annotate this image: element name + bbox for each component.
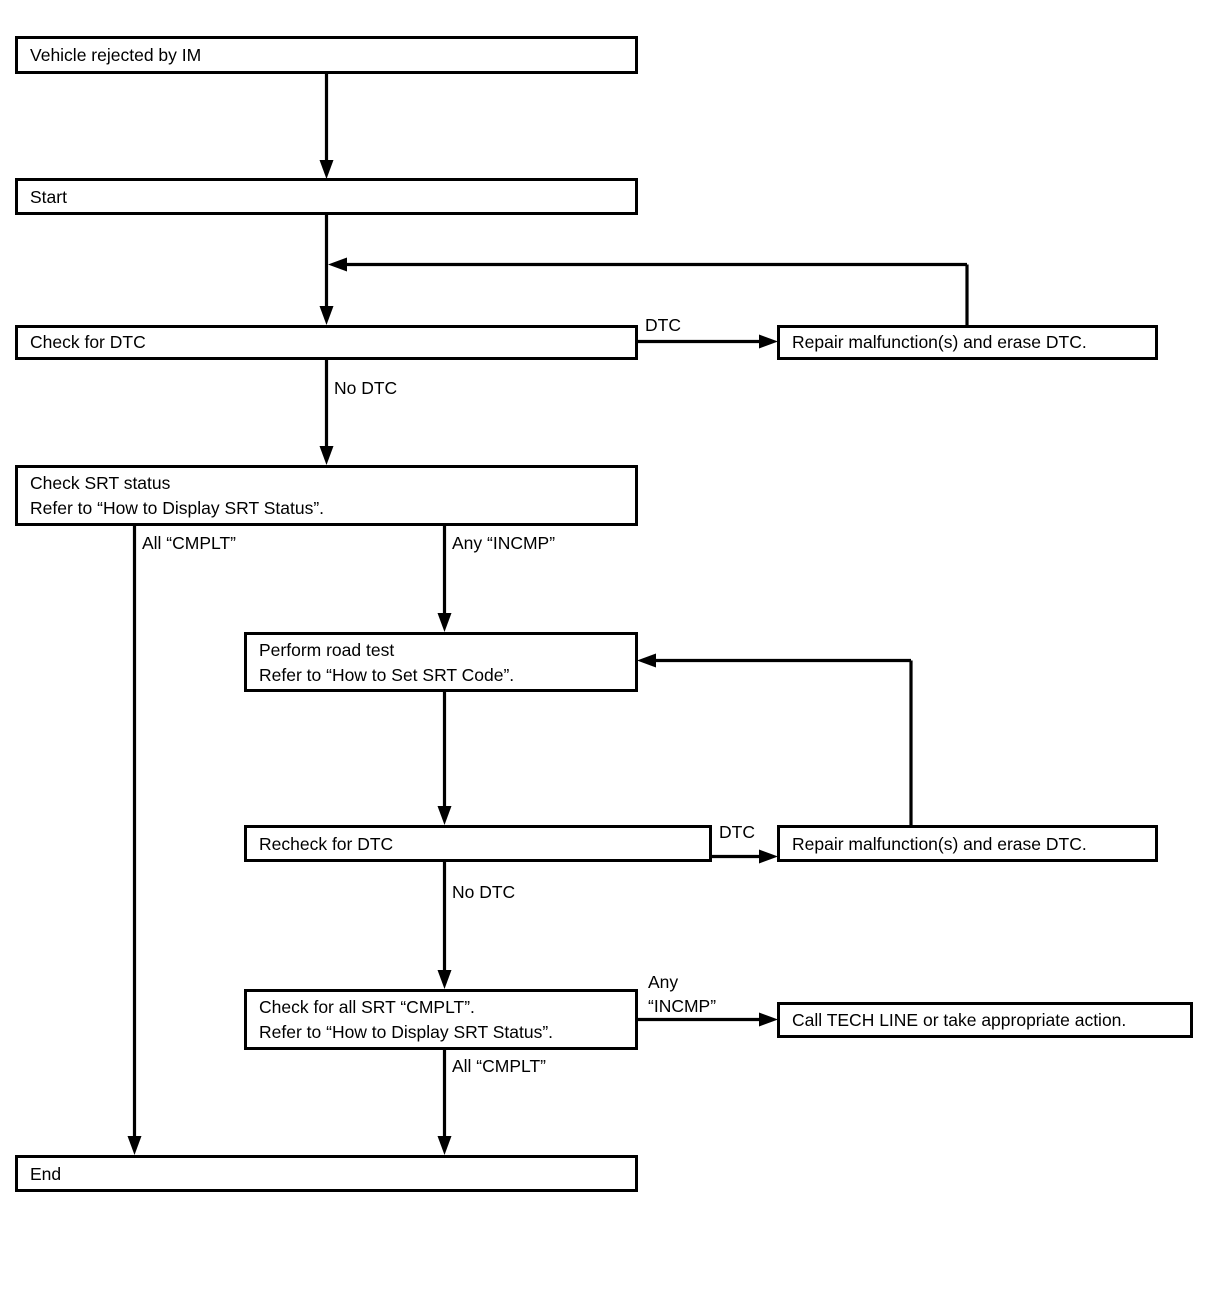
edge-label-any-incmp-2-line1: Any [648, 972, 678, 992]
edge-road-test-to-recheck-dtc [437, 691, 452, 825]
node-check-srt-status-line1: Check SRT status [30, 473, 171, 493]
node-repair-malfunctions-1[interactable]: Repair malfunction(s) and erase DTC. [777, 325, 1158, 360]
node-check-srt-status-line2: Refer to “How to Display SRT Status”. [30, 498, 324, 518]
edge-check-dtc-to-check-srt [319, 358, 334, 465]
node-end[interactable]: End [15, 1155, 638, 1192]
node-call-tech-line-label: Call TECH LINE or take appropriate actio… [792, 1010, 1126, 1030]
node-repair-malfunctions-2-label: Repair malfunction(s) and erase DTC. [792, 834, 1087, 854]
edge-recheck-dtc-to-repair2 [711, 849, 778, 864]
edge-label-all-cmplt-1: All “CMPLT” [142, 533, 236, 553]
node-repair-malfunctions-2[interactable]: Repair malfunction(s) and erase DTC. [777, 825, 1158, 862]
node-vehicle-rejected-label: Vehicle rejected by IM [30, 45, 201, 65]
node-call-tech-line[interactable]: Call TECH LINE or take appropriate actio… [777, 1002, 1193, 1038]
edge-recheck-dtc-to-check-all-srt [437, 861, 452, 989]
node-recheck-for-dtc[interactable]: Recheck for DTC [244, 825, 712, 862]
edge-label-dtc-1: DTC [645, 315, 681, 335]
node-check-srt-status[interactable]: Check SRT status Refer to “How to Displa… [15, 465, 638, 526]
edge-label-any-incmp-2-line2: “INCMP” [648, 996, 716, 1016]
edge-check-all-srt-to-end [437, 1049, 452, 1155]
edge-label-any-incmp-1: Any “INCMP” [452, 533, 555, 553]
edge-label-all-cmplt-2: All “CMPLT” [452, 1056, 546, 1076]
node-perform-road-test[interactable]: Perform road test Refer to “How to Set S… [244, 632, 638, 692]
edge-start-to-check-dtc [319, 213, 334, 325]
edge-check-all-srt-to-tech-line [636, 1012, 778, 1027]
edge-label-no-dtc-1: No DTC [334, 378, 397, 398]
edge-check-srt-to-road-test-any-incmp [437, 524, 452, 632]
node-perform-road-test-line2: Refer to “How to Set SRT Code”. [259, 665, 514, 685]
edge-check-srt-to-end-all-cmplt [127, 524, 142, 1155]
edge-repair2-feedback-to-road-test [637, 653, 913, 825]
node-check-for-all-srt-line1: Check for all SRT “CMPLT”. [259, 997, 475, 1017]
node-check-for-all-srt-cmplt[interactable]: Check for all SRT “CMPLT”. Refer to “How… [244, 989, 638, 1050]
edge-check-dtc-to-repair1 [637, 334, 778, 349]
node-check-for-dtc-label: Check for DTC [30, 332, 146, 352]
node-end-label: End [30, 1164, 61, 1184]
node-perform-road-test-line1: Perform road test [259, 640, 394, 660]
edge-label-dtc-2: DTC [719, 822, 755, 842]
node-check-for-dtc[interactable]: Check for DTC [15, 325, 638, 360]
node-start-label: Start [30, 187, 67, 207]
node-repair-malfunctions-1-label: Repair malfunction(s) and erase DTC. [792, 332, 1087, 352]
edge-label-no-dtc-2: No DTC [452, 882, 515, 902]
node-vehicle-rejected-by-im[interactable]: Vehicle rejected by IM [15, 36, 638, 74]
edge-repair1-feedback-to-check-dtc [328, 257, 969, 325]
node-recheck-for-dtc-label: Recheck for DTC [259, 834, 393, 854]
node-check-for-all-srt-line2: Refer to “How to Display SRT Status”. [259, 1022, 553, 1042]
node-start[interactable]: Start [15, 178, 638, 215]
edge-vehicle-rejected-to-start [319, 72, 334, 179]
